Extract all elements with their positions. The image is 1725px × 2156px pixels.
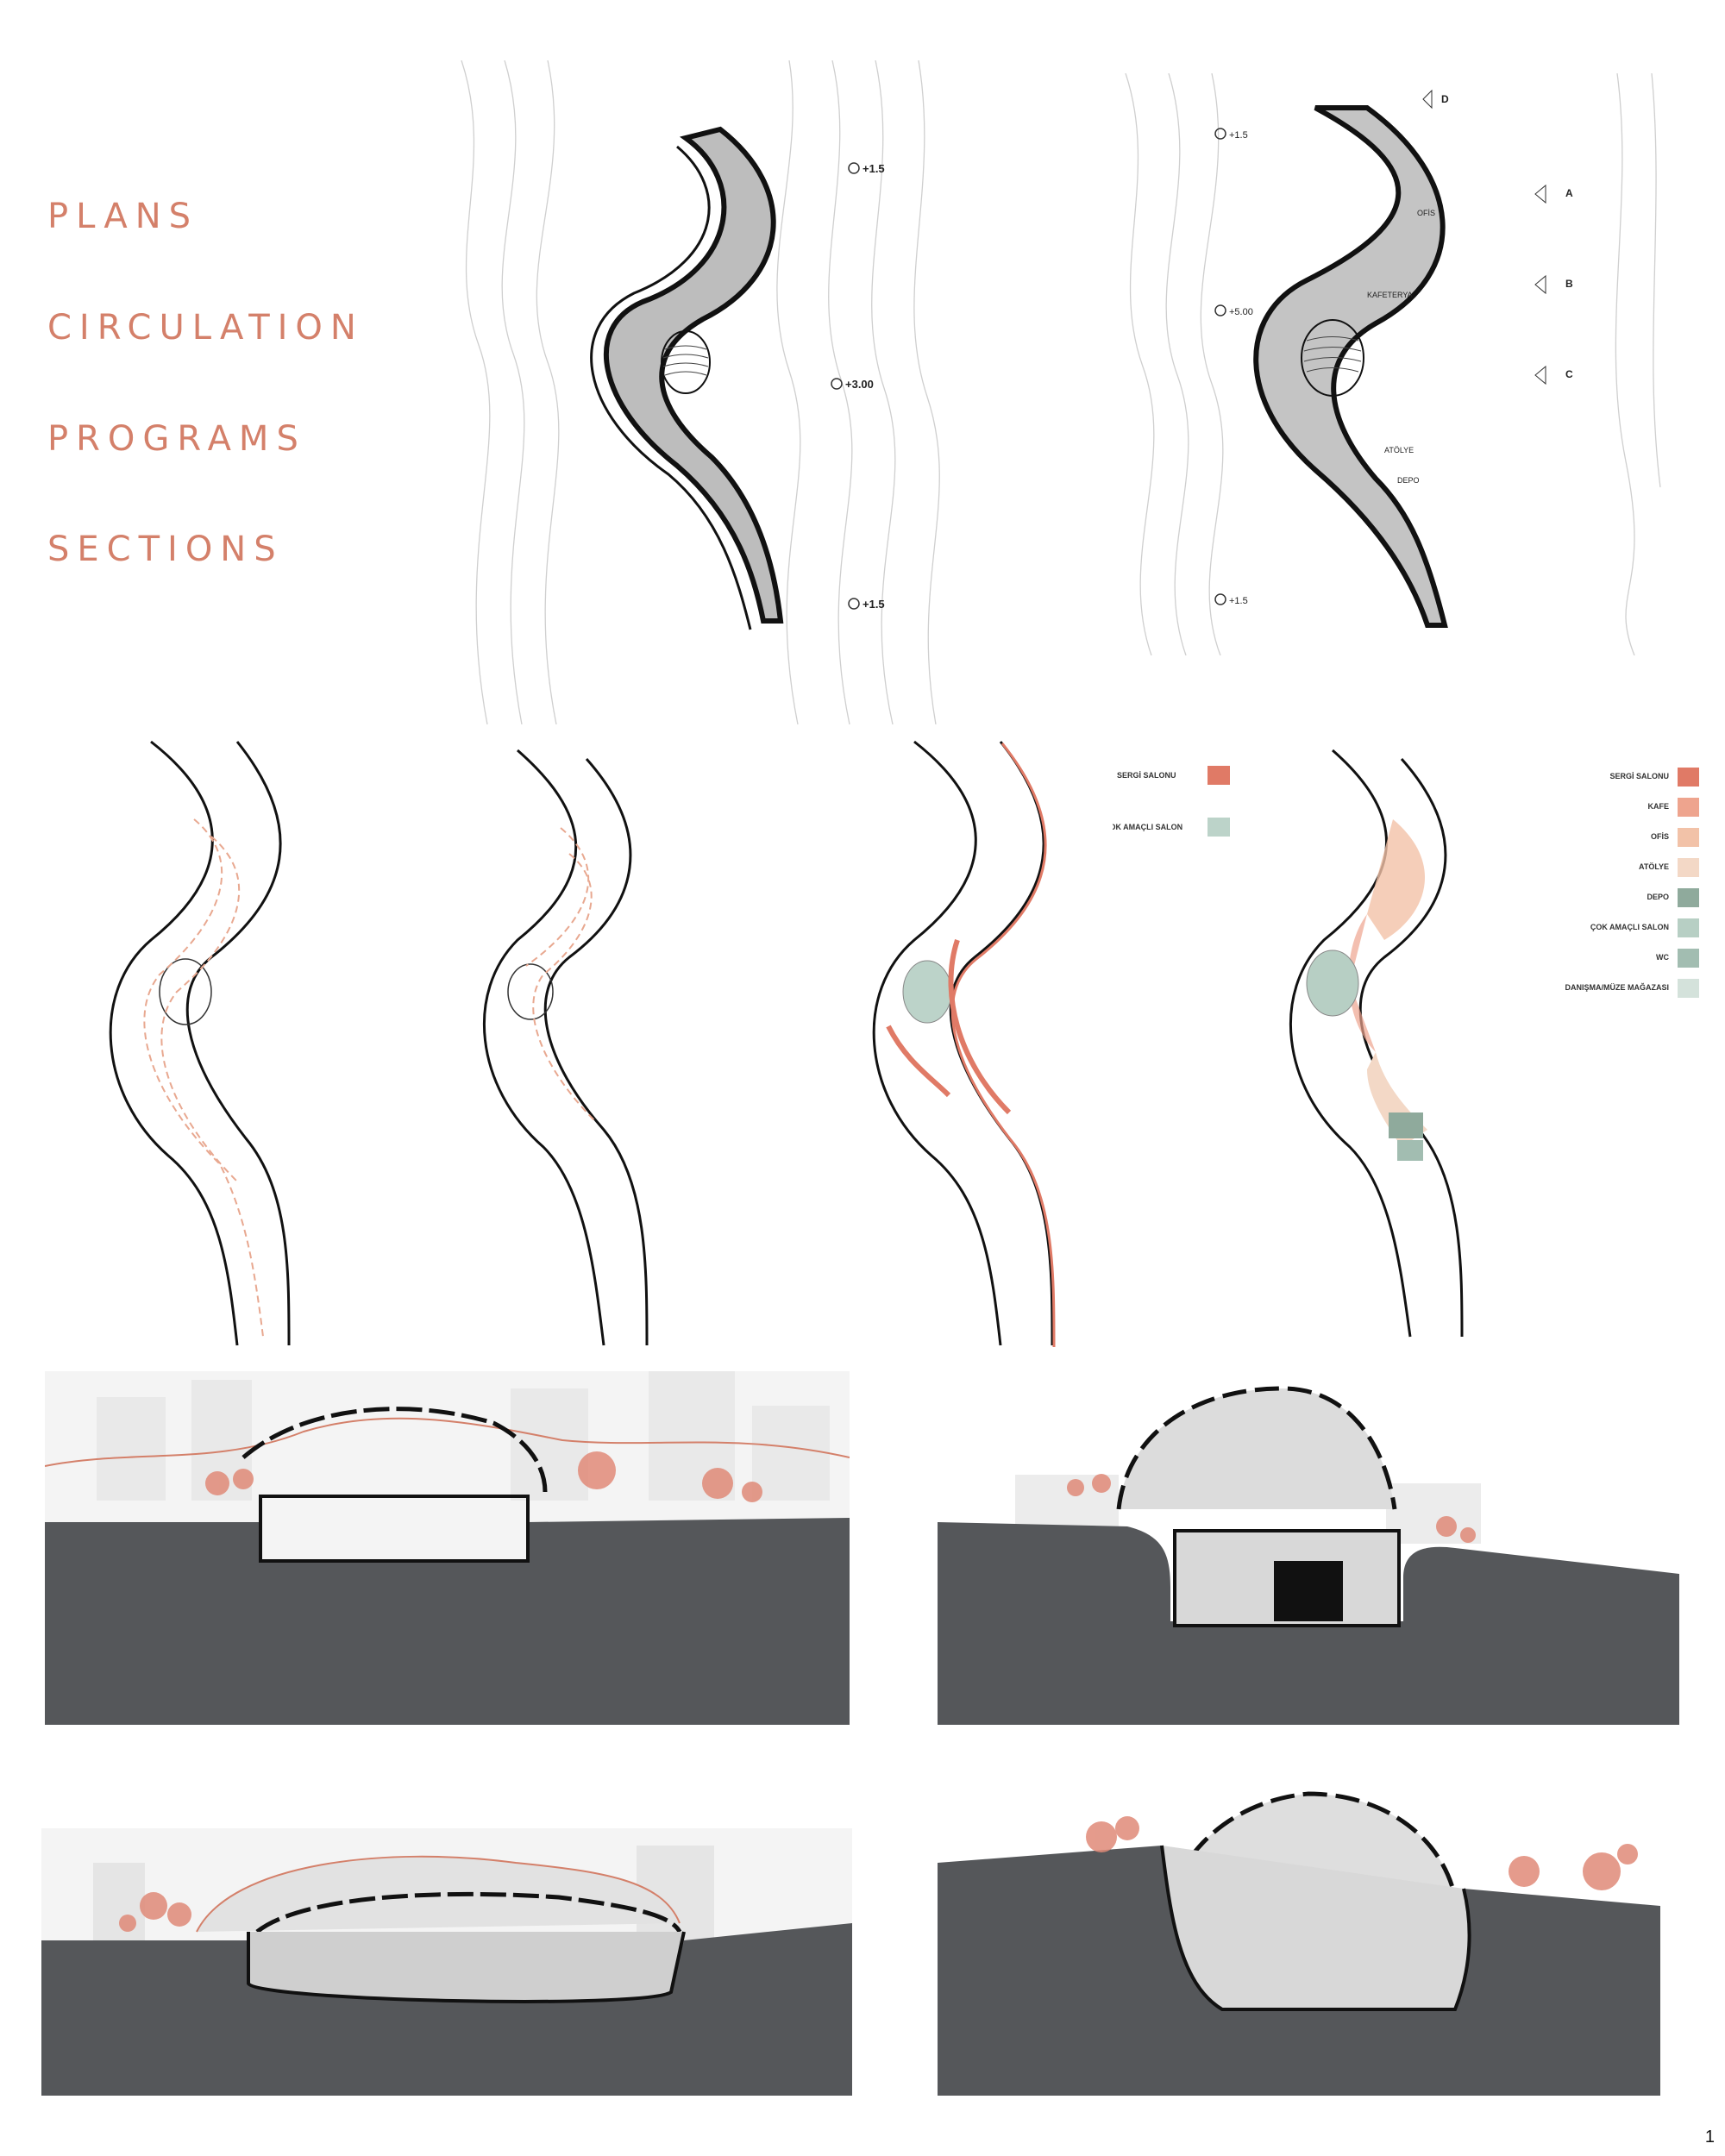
section-c xyxy=(41,1828,852,2096)
section-a xyxy=(45,1371,850,1725)
legend-label: SERGİ SALONU xyxy=(1117,771,1176,780)
plan-level-1: +1.5 +3.00 +1.5 xyxy=(427,60,940,724)
section-d xyxy=(938,1777,1660,2096)
circulation-diagram-2 xyxy=(466,742,690,1354)
trees xyxy=(1067,1474,1476,1543)
building-outline xyxy=(603,126,784,624)
legend-label: OFİS xyxy=(1651,832,1669,841)
level-markers: +1.5 +3.00 +1.5 xyxy=(831,162,885,611)
section-b xyxy=(938,1380,1679,1725)
section-mark-d: D xyxy=(1441,93,1449,105)
title-programs: PROGRAMS xyxy=(47,419,306,459)
building-outline xyxy=(1253,105,1448,628)
plan-level-2-drawing: OFİS KAFETERYA ATÖLYE DEPO +1.5 +5.00 +1… xyxy=(1125,73,1661,655)
plan-level-2: OFİS KAFETERYA ATÖLYE DEPO +1.5 +5.00 +1… xyxy=(1100,73,1669,655)
legend-label: ATÖLYE xyxy=(1639,862,1669,871)
legend-swatch xyxy=(1678,858,1699,877)
legend-full-items: SERGİ SALONU KAFE OFİS ATÖLYE DEPO ÇOK A… xyxy=(1565,768,1699,998)
legend-label: DANIŞMA/MÜZE MAĞAZASI xyxy=(1565,982,1670,992)
auditorium-oval xyxy=(1301,319,1364,397)
legend-full: SERGİ SALONU KAFE OFİS ATÖLYE DEPO ÇOK A… xyxy=(1552,763,1703,1022)
page-number: 1 xyxy=(1704,2128,1715,2147)
legend-label: SERGİ SALONU xyxy=(1609,772,1669,780)
level-markers: +1.5 +5.00 +1.5 xyxy=(1214,128,1253,606)
section-mark-b: B xyxy=(1565,278,1573,290)
trees xyxy=(205,1451,762,1502)
legend-swatch xyxy=(1678,979,1699,998)
legend-swatch xyxy=(1678,949,1699,968)
auditorium-oval xyxy=(661,330,711,394)
section-markers: A B C D xyxy=(1422,89,1573,385)
level-label: +1.5 xyxy=(1229,596,1248,606)
legend-swatch xyxy=(1678,768,1699,787)
title-circulation: CIRCULATION xyxy=(47,308,364,348)
room-labels: OFİS KAFETERYA ATÖLYE DEPO xyxy=(1367,209,1435,485)
room-label-depo: DEPO xyxy=(1397,476,1420,485)
ground xyxy=(41,1923,852,2096)
room-label-ofis: OFİS xyxy=(1417,209,1435,217)
level-label: +1.5 xyxy=(862,598,885,611)
title-plans: PLANS xyxy=(47,197,198,236)
plan-level-1-drawing: +1.5 +3.00 +1.5 xyxy=(461,60,940,724)
circulation-diagram-1 xyxy=(91,733,332,1354)
contour-lines xyxy=(1125,73,1661,655)
title-sections: SECTIONS xyxy=(47,530,284,569)
program-diagram-all xyxy=(1272,742,1496,1345)
contour-lines xyxy=(461,60,940,724)
program-diagram-exhibition xyxy=(854,733,1095,1354)
ground xyxy=(45,1518,850,1725)
legend-small: SERGİ SALONU ÇOK AMAÇLI SALON xyxy=(1113,759,1242,854)
legend-swatch xyxy=(1208,766,1230,785)
section-mark-a: A xyxy=(1565,187,1573,199)
room-label-kafeterya: KAFETERYA xyxy=(1367,291,1413,299)
legend-label: WC xyxy=(1656,953,1669,962)
trees xyxy=(1086,1816,1638,1890)
legend-swatch xyxy=(1678,798,1699,817)
legend-label: KAFE xyxy=(1648,802,1670,811)
legend-label: ÇOK AMAÇLI SALON xyxy=(1590,923,1669,931)
level-label: +1.5 xyxy=(1229,130,1248,141)
room-label-atolye: ATÖLYE xyxy=(1384,446,1414,454)
trees xyxy=(119,1892,191,1932)
section-mark-c: C xyxy=(1565,368,1573,380)
level-label: +5.00 xyxy=(1229,307,1253,317)
legend-swatch xyxy=(1678,888,1699,907)
legend-swatch xyxy=(1678,918,1699,937)
legend-label: ÇOK AMAÇLI SALON xyxy=(1113,823,1182,831)
legend-label: DEPO xyxy=(1647,893,1669,901)
legend-swatch xyxy=(1678,828,1699,847)
legend-swatch xyxy=(1208,818,1230,837)
level-label: +1.5 xyxy=(862,162,885,175)
level-label: +3.00 xyxy=(845,378,874,391)
ground xyxy=(938,1846,1660,2096)
